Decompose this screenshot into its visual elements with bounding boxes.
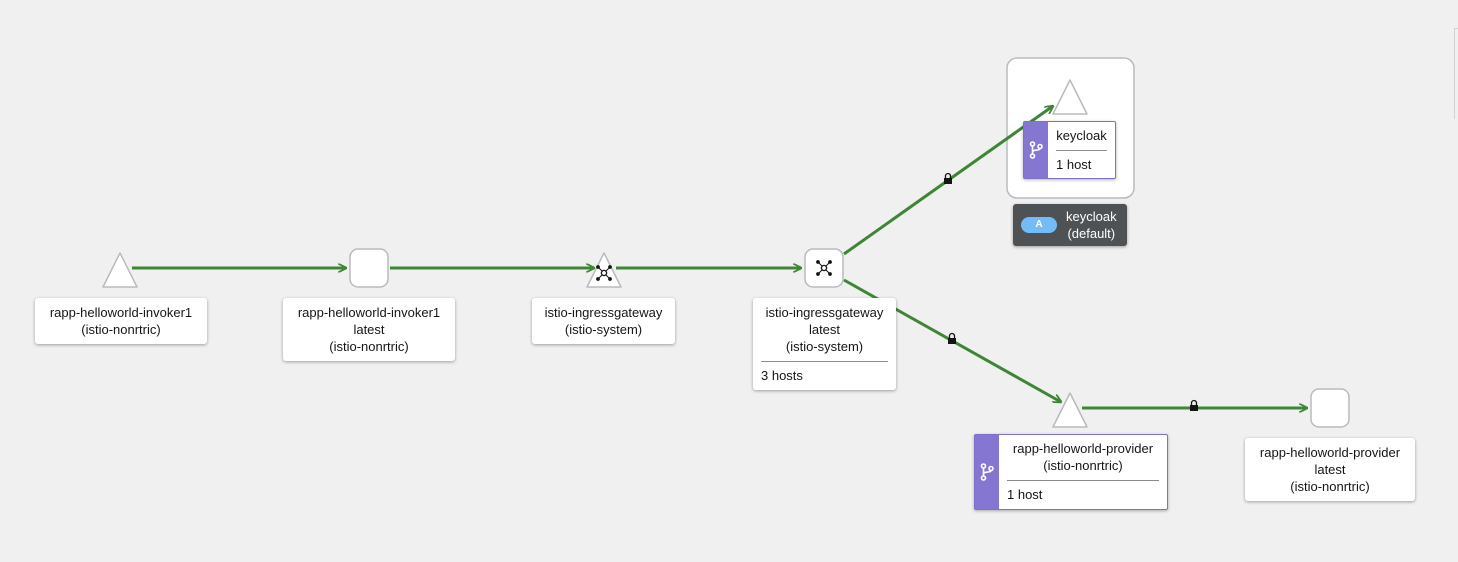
keycloak-app-label[interactable]: A keycloak (default) (1013, 204, 1127, 246)
invoker-service-label[interactable]: rapp-helloworld-invoker1 (istio-nonrtric… (35, 298, 207, 344)
divider (1007, 480, 1159, 481)
node-name: istio-ingressgateway (544, 305, 663, 320)
node-hosts: 3 hosts (761, 368, 803, 383)
node-version: latest (1314, 462, 1346, 477)
node-namespace: (istio-nonrtric) (329, 339, 409, 354)
invoker-service-node[interactable] (102, 252, 138, 288)
node-name: rapp-helloworld-invoker1 (297, 305, 441, 320)
node-namespace: (istio-nonrtric) (1290, 479, 1370, 494)
node-hosts: 1 host (1007, 487, 1043, 502)
provider-service-label[interactable]: rapp-helloworld-provider (istio-nonrtric… (974, 434, 1168, 510)
divider (761, 361, 888, 362)
node-version: latest (353, 322, 385, 337)
node-name: rapp-helloworld-provider (1259, 445, 1401, 460)
invoker-workload-node[interactable] (349, 248, 389, 288)
gateway-workload-node[interactable] (804, 248, 844, 288)
lock-icon (948, 332, 956, 344)
node-namespace: (istio-system) (785, 339, 864, 354)
node-name: rapp-helloworld-invoker1 (49, 305, 193, 320)
gateway-workload-label[interactable]: istio-ingressgateway latest (istio-syste… (753, 298, 896, 390)
gateway-service-label[interactable]: istio-ingressgateway (istio-system) (532, 298, 675, 344)
node-name: keycloak (1066, 208, 1117, 224)
keycloak-service-node[interactable] (1052, 79, 1088, 115)
invoker-workload-label[interactable]: rapp-helloworld-invoker1 latest (istio-n… (283, 298, 455, 361)
keycloak-service-label[interactable]: keycloak 1 host (1023, 121, 1116, 179)
node-name: keycloak (1056, 128, 1107, 143)
panel-edge (1454, 28, 1458, 119)
gateway-icon (816, 260, 832, 276)
lock-icon (944, 172, 952, 184)
provider-workload-label[interactable]: rapp-helloworld-provider latest (istio-n… (1245, 438, 1415, 501)
lock-icon (1190, 399, 1198, 411)
app-badge: A (1021, 216, 1057, 233)
virtual-service-icon (1024, 122, 1048, 178)
gateway-service-node[interactable] (586, 252, 622, 288)
node-name: istio-ingressgateway (765, 305, 884, 320)
node-namespace: (default) (1067, 225, 1116, 241)
provider-service-node[interactable] (1052, 392, 1088, 428)
node-hosts: 1 host (1056, 157, 1092, 172)
gateway-icon (596, 265, 612, 281)
node-namespace: (istio-nonrtric) (1043, 458, 1123, 473)
node-name: rapp-helloworld-provider (1012, 441, 1154, 456)
node-namespace: (istio-system) (564, 322, 643, 337)
virtual-service-icon (975, 435, 999, 509)
provider-workload-node[interactable] (1310, 388, 1350, 428)
node-namespace: (istio-nonrtric) (81, 322, 161, 337)
node-version: latest (808, 322, 841, 337)
divider (1056, 150, 1107, 151)
